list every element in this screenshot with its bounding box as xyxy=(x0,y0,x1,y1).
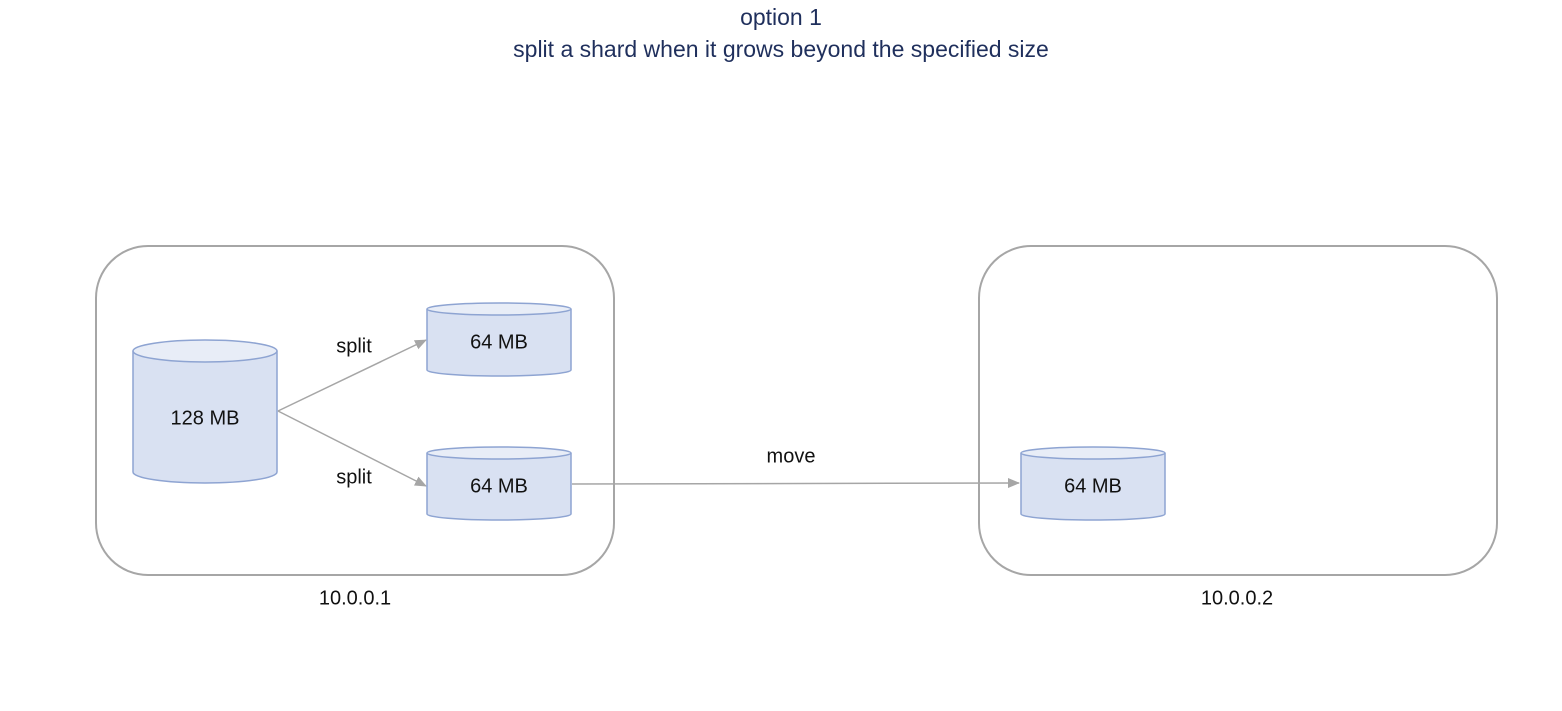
edge-label-split-bottom: split xyxy=(336,466,372,488)
edge-label-split-top: split xyxy=(336,335,372,357)
shard-label-128mb: 128 MB xyxy=(171,407,240,429)
node-label-2: 10.0.0.2 xyxy=(1201,587,1273,609)
edge-label-move: move xyxy=(767,445,816,467)
shard-cylinder-128mb xyxy=(132,339,278,484)
shard-label-64mb-bottom: 64 MB xyxy=(470,475,528,497)
shard-cylinder-64mb-top xyxy=(426,302,572,377)
node-label-1: 10.0.0.1 xyxy=(319,587,391,609)
split-arrow-top xyxy=(277,339,427,412)
split-arrow-bottom xyxy=(277,410,427,487)
title-line-2: split a shard when it grows beyond the s… xyxy=(513,36,1049,62)
shard-cylinder-64mb-bottom xyxy=(426,446,572,521)
move-arrow xyxy=(571,478,1020,489)
shard-cylinder-64mb-moved xyxy=(1020,446,1166,521)
server-node-1 xyxy=(95,245,615,576)
server-node-2 xyxy=(978,245,1498,576)
title-line-1: option 1 xyxy=(740,4,822,30)
shard-label-64mb-moved: 64 MB xyxy=(1064,475,1122,497)
shard-label-64mb-top: 64 MB xyxy=(470,331,528,353)
